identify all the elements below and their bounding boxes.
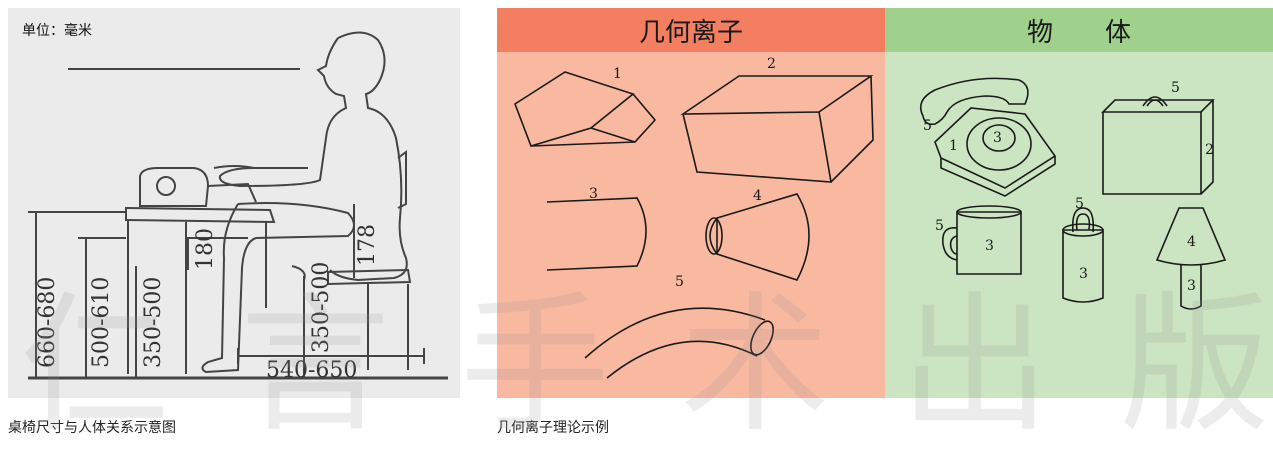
geon-1-number: 1 — [613, 66, 622, 82]
geon-theory-figure: 几何离子 1 2 3 4 5 — [497, 8, 1273, 398]
human-back — [329, 31, 408, 282]
lamp-base — [1180, 264, 1202, 310]
geon-4-number: 4 — [753, 188, 762, 204]
geon-2-box — [680, 75, 874, 183]
geons-header: 几何离子 — [497, 8, 885, 52]
phone-label-handset: 5 — [923, 118, 932, 134]
phone-label-dial: 3 — [993, 130, 1002, 146]
geon-4-cone-base — [705, 217, 723, 255]
bucket-rim — [1062, 223, 1104, 237]
geon-3-number: 3 — [589, 186, 598, 202]
phone-dial-outer — [966, 117, 1032, 171]
geon-1-wedge — [514, 71, 657, 147]
dim-label-chair: 350-500 — [309, 262, 334, 353]
dim-label-back: 178 — [355, 224, 380, 266]
bucket-handle — [1071, 207, 1095, 233]
objects-drawing: 5 1 3 5 2 5 3 5 3 4 3 — [919, 77, 1227, 310]
geons-drawing: 1 2 3 4 5 — [514, 56, 874, 379]
human-legs — [201, 202, 355, 374]
bucket-body — [1062, 229, 1104, 303]
geon-5-number: 5 — [675, 274, 684, 290]
left-caption: 桌椅尺寸与人体关系示意图 — [8, 420, 176, 436]
dim-label-thigh: 180 — [193, 228, 218, 270]
phone-handset — [919, 77, 1029, 126]
mug-handle — [941, 227, 958, 261]
bucket-label-body: 3 — [1079, 266, 1088, 282]
mug-rim — [956, 205, 1022, 219]
objects-header: 物 体 — [885, 8, 1273, 52]
briefcase-label-handle: 5 — [1171, 80, 1180, 96]
desk-chair-diagram: 单位：毫米 — [8, 8, 460, 398]
geon-2-number: 2 — [767, 56, 776, 72]
briefcase-body — [1101, 99, 1215, 195]
unit-label: 单位：毫米 — [22, 23, 92, 39]
phone-dial-inner — [982, 124, 1016, 152]
objects-panel: 物 体 — [885, 8, 1273, 398]
lamp-label-base: 3 — [1187, 278, 1196, 294]
phone-body — [934, 107, 1057, 197]
chair-seat — [327, 268, 412, 286]
geon-5-tube-end — [750, 320, 774, 356]
keyboard — [207, 182, 257, 203]
monitor-dial — [156, 176, 176, 196]
geons-panel: 几何离子 1 2 3 4 5 — [497, 8, 885, 398]
geon-4-cone — [709, 193, 810, 281]
desk-top — [125, 206, 276, 224]
dim-label-seat-range: 500-610 — [89, 277, 114, 368]
dim-label-desk: 660-680 — [35, 277, 60, 368]
human-front — [218, 37, 348, 188]
right-caption: 几何离子理论示例 — [497, 420, 609, 436]
phone-label-body: 1 — [949, 138, 958, 154]
mug-label-handle: 5 — [935, 218, 944, 234]
desk-chair-drawing: 660-680 500-610 350-500 180 350-500 178 … — [28, 31, 448, 383]
mug-label-body: 3 — [985, 238, 994, 254]
chair-back — [397, 150, 407, 209]
briefcase-label-body: 2 — [1205, 142, 1214, 158]
bucket-label-handle: 5 — [1075, 196, 1084, 212]
lamp-label-shade: 4 — [1187, 234, 1196, 250]
geon-3-cylinder — [546, 197, 647, 271]
lamp-shade — [1155, 207, 1227, 266]
dim-label-knee: 350-500 — [141, 277, 166, 368]
geon-5-curved-tube — [584, 307, 766, 379]
briefcase-handle — [1142, 96, 1168, 107]
footrest — [291, 265, 306, 281]
dim-label-depth: 540-650 — [266, 358, 357, 383]
human-hand — [213, 165, 255, 169]
